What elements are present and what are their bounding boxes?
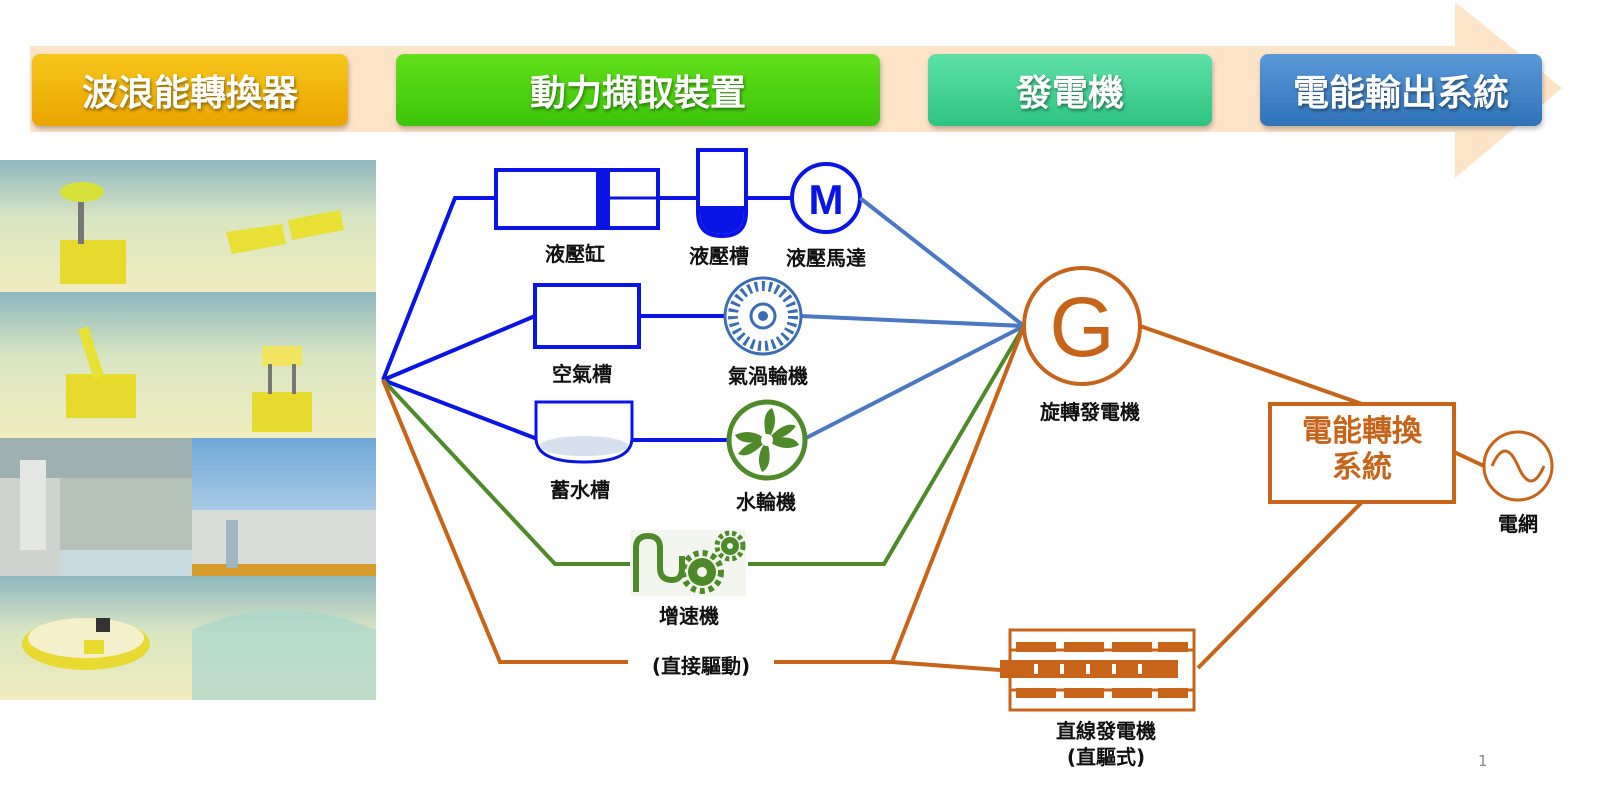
stage-label: 波浪能轉換器 xyxy=(81,73,298,114)
thumb-submerged-pressure xyxy=(192,292,376,438)
generator-links xyxy=(799,196,1026,440)
generator-icon: G xyxy=(1022,266,1142,386)
gear-path xyxy=(381,324,1026,566)
thumb-bulge-wave xyxy=(192,576,376,700)
label-hydraulic-motor: 液壓馬達 xyxy=(786,246,866,270)
power-conversion-box xyxy=(1268,402,1456,504)
gear-icon xyxy=(630,530,746,596)
water-turbine-icon xyxy=(726,399,808,481)
label-hydraulic-cylinder: 液壓缸 xyxy=(545,242,605,266)
converter-images xyxy=(0,160,376,700)
generator-symbol: G xyxy=(1049,280,1114,374)
air-chamber xyxy=(533,283,641,349)
thumb-point-absorber xyxy=(0,160,192,292)
stage-banner-converter: 波浪能轉換器 xyxy=(32,54,348,126)
stage-banner-pto: 動力擷取裝置 xyxy=(396,54,880,126)
power-conversion-line2: 系統 xyxy=(1332,450,1392,485)
water-reservoir xyxy=(534,400,634,464)
air-turbine-icon xyxy=(723,276,803,356)
motor-icon: M xyxy=(790,162,862,234)
label-power-conversion: 電能轉換 系統 xyxy=(1302,414,1422,486)
label-gearbox: 增速機 xyxy=(659,604,719,628)
page-number: 1 xyxy=(1478,752,1488,770)
thumb-attenuator xyxy=(192,160,376,292)
stage-label: 電能輸出系統 xyxy=(1292,73,1509,114)
label-water-reservoir: 蓄水槽 xyxy=(550,478,610,502)
power-conversion-line1: 電能轉換 xyxy=(1302,414,1422,449)
thumb-overtopping xyxy=(192,438,376,576)
stage-label: 發電機 xyxy=(1015,73,1124,114)
direct-drive-path xyxy=(381,324,1485,672)
stage-label: 動力擷取裝置 xyxy=(529,73,746,114)
hydraulic-path xyxy=(381,196,792,442)
hydraulic-cylinder xyxy=(494,168,660,230)
hydraulic-tank xyxy=(696,148,748,239)
linear-generator-icon xyxy=(1000,628,1196,712)
label-rotary-generator: 旋轉發電機 xyxy=(1040,400,1140,424)
stage-banner-output: 電能輸出系統 xyxy=(1260,54,1542,126)
thumb-rotating-mass xyxy=(0,576,192,700)
label-air-chamber: 空氣槽 xyxy=(552,362,612,386)
label-water-turbine: 水輪機 xyxy=(736,490,796,514)
label-grid: 電網 xyxy=(1498,512,1538,536)
thumb-oscillating-water-column xyxy=(0,438,192,576)
thumb-oscillating-surge xyxy=(0,292,192,438)
stage-banner-generator: 發電機 xyxy=(928,54,1212,126)
linear-generator-line2: (直驅式) xyxy=(1066,745,1146,769)
linear-generator-line1: 直線發電機 xyxy=(1056,719,1156,743)
label-hydraulic-tank: 液壓槽 xyxy=(689,244,749,268)
sine-wave-icon xyxy=(1482,430,1554,502)
label-direct-drive: (直接驅動) xyxy=(651,654,751,678)
motor-symbol: M xyxy=(809,176,844,223)
label-linear-generator: 直線發電機 (直驅式) xyxy=(1056,718,1156,770)
label-air-turbine: 氣渦輪機 xyxy=(728,364,808,388)
